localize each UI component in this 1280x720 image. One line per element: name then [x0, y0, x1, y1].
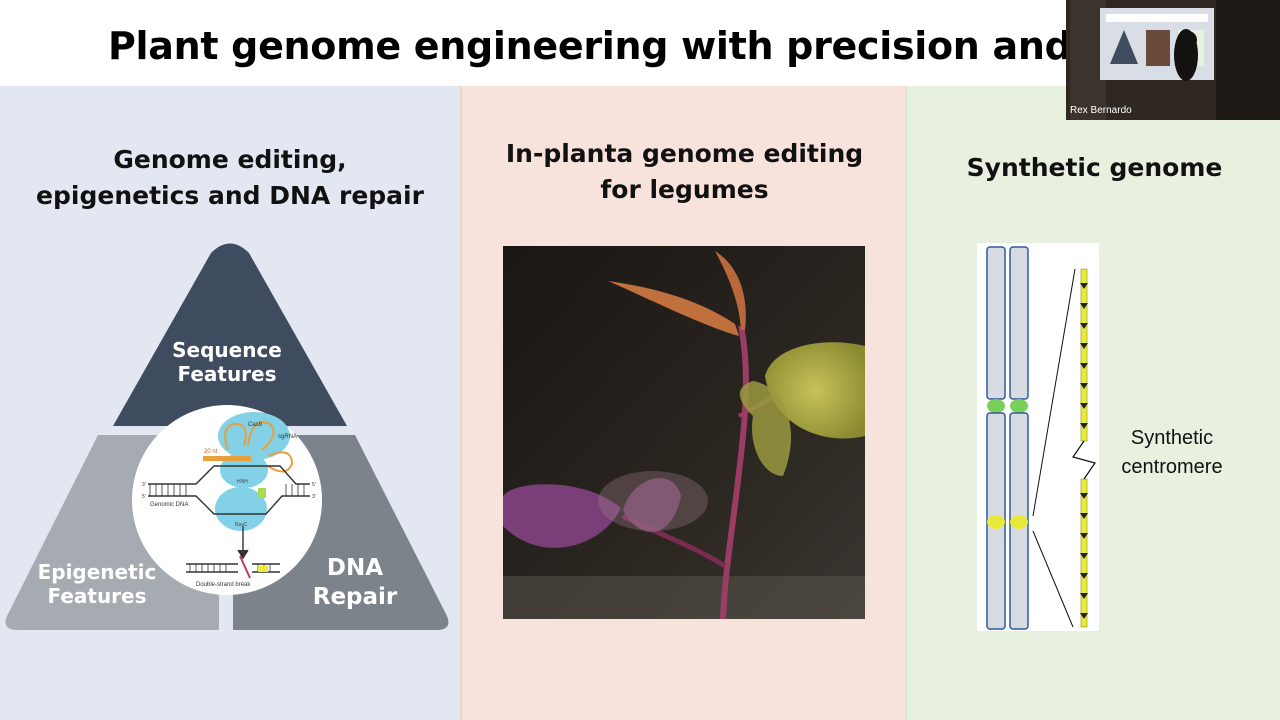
- label-end-left-top: 3': [142, 482, 146, 488]
- heading-line-2: for legumes: [600, 175, 769, 204]
- sgrna-loops: [224, 421, 294, 473]
- sequence-line-2: Features: [177, 362, 277, 386]
- synthetic-line-1: Synthetic: [1130, 427, 1214, 449]
- label-epigenetic-features: Epigenetic Features: [16, 560, 178, 608]
- centromere-green-left: [987, 399, 1005, 413]
- label-genomic-dna: Genomic DNA: [150, 502, 188, 508]
- zoom-line-upper: [1032, 268, 1076, 517]
- dna-strands: [148, 465, 310, 573]
- panel-heading-genome-editing: Genome editing, epigenetics and DNA repa…: [0, 142, 460, 214]
- label-sequence-features: Sequence Features: [132, 338, 322, 386]
- slide-title: Plant genome engineering with precision …: [108, 24, 1128, 68]
- dna-repair-line-1: DNA: [326, 555, 384, 581]
- webcam-feed: [1066, 0, 1280, 120]
- cas9-blob-bottom: [215, 487, 267, 531]
- sequence-line-1: Sequence: [172, 338, 282, 362]
- repeat-arrows: [1080, 283, 1088, 619]
- label-sgrna: sgRNA: [278, 434, 297, 440]
- label-dna-repair: DNA Repair: [282, 554, 428, 612]
- centromere-yellow-left: [987, 515, 1005, 529]
- label-end-right-bottom: 3': [312, 494, 316, 500]
- synthetic-line-2: centromere: [1121, 456, 1223, 478]
- label-double-strand-break: Double-strand break: [196, 582, 251, 588]
- guide-bar: [203, 456, 251, 461]
- cut-mark: [239, 555, 251, 579]
- label-20nt: 20 nt: [204, 449, 218, 455]
- panel-heading-legumes: In-planta genome editing for legumes: [462, 136, 907, 208]
- repeat-array-upper: [1080, 268, 1088, 442]
- synthetic-centromere-label: Synthetic centromere: [1097, 424, 1247, 482]
- panel-genome-editing: Genome editing, epigenetics and DNA repa…: [0, 86, 460, 720]
- pam-mark: [258, 488, 266, 498]
- panel-legumes: In-planta genome editing for legumes: [460, 86, 907, 720]
- chromosome-diagram-box: [977, 243, 1099, 631]
- panel-heading-synthetic-genome: Synthetic genome: [966, 153, 1223, 182]
- dna-repair-line-2: Repair: [312, 584, 398, 610]
- segment-sequence-features: [113, 243, 347, 426]
- epigenetic-line-2: Features: [47, 584, 147, 608]
- participant-name: Rex Bernardo: [1070, 105, 1132, 116]
- chromatid-left-upper: [986, 246, 1006, 400]
- zoom-line-lower: [1032, 530, 1074, 628]
- centromere-green-right: [1010, 399, 1028, 413]
- chromosome-diagram: [986, 246, 1096, 630]
- epigenetic-line-1: Epigenetic: [37, 560, 157, 584]
- heading-line-2: epigenetics and DNA repair: [36, 181, 424, 210]
- label-cas9: Cas9: [248, 422, 263, 428]
- chromatid-right-upper: [1009, 246, 1029, 400]
- repeat-break-mark: [1072, 440, 1096, 480]
- legume-seedling-photo: [503, 246, 865, 619]
- panel-synthetic-genome: Synthetic genome S: [905, 86, 1280, 720]
- webcam-video-tile[interactable]: Rex Bernardo: [1066, 0, 1280, 120]
- centromere-yellow-right: [1010, 515, 1028, 529]
- label-end-right-top: 5': [312, 482, 316, 488]
- heading-line-1: Genome editing,: [113, 145, 347, 174]
- label-ruvc: RuvC: [235, 522, 248, 528]
- heading-line-1: In-planta genome editing: [505, 139, 864, 168]
- triangle-diagram: Cas9 sgRNA 20 nt HNH RuvC Genomic DNA Do…: [5, 243, 449, 630]
- label-end-left-bottom: 5': [142, 494, 146, 500]
- label-hnh: HNH: [237, 479, 248, 485]
- repair-mark: [258, 566, 268, 572]
